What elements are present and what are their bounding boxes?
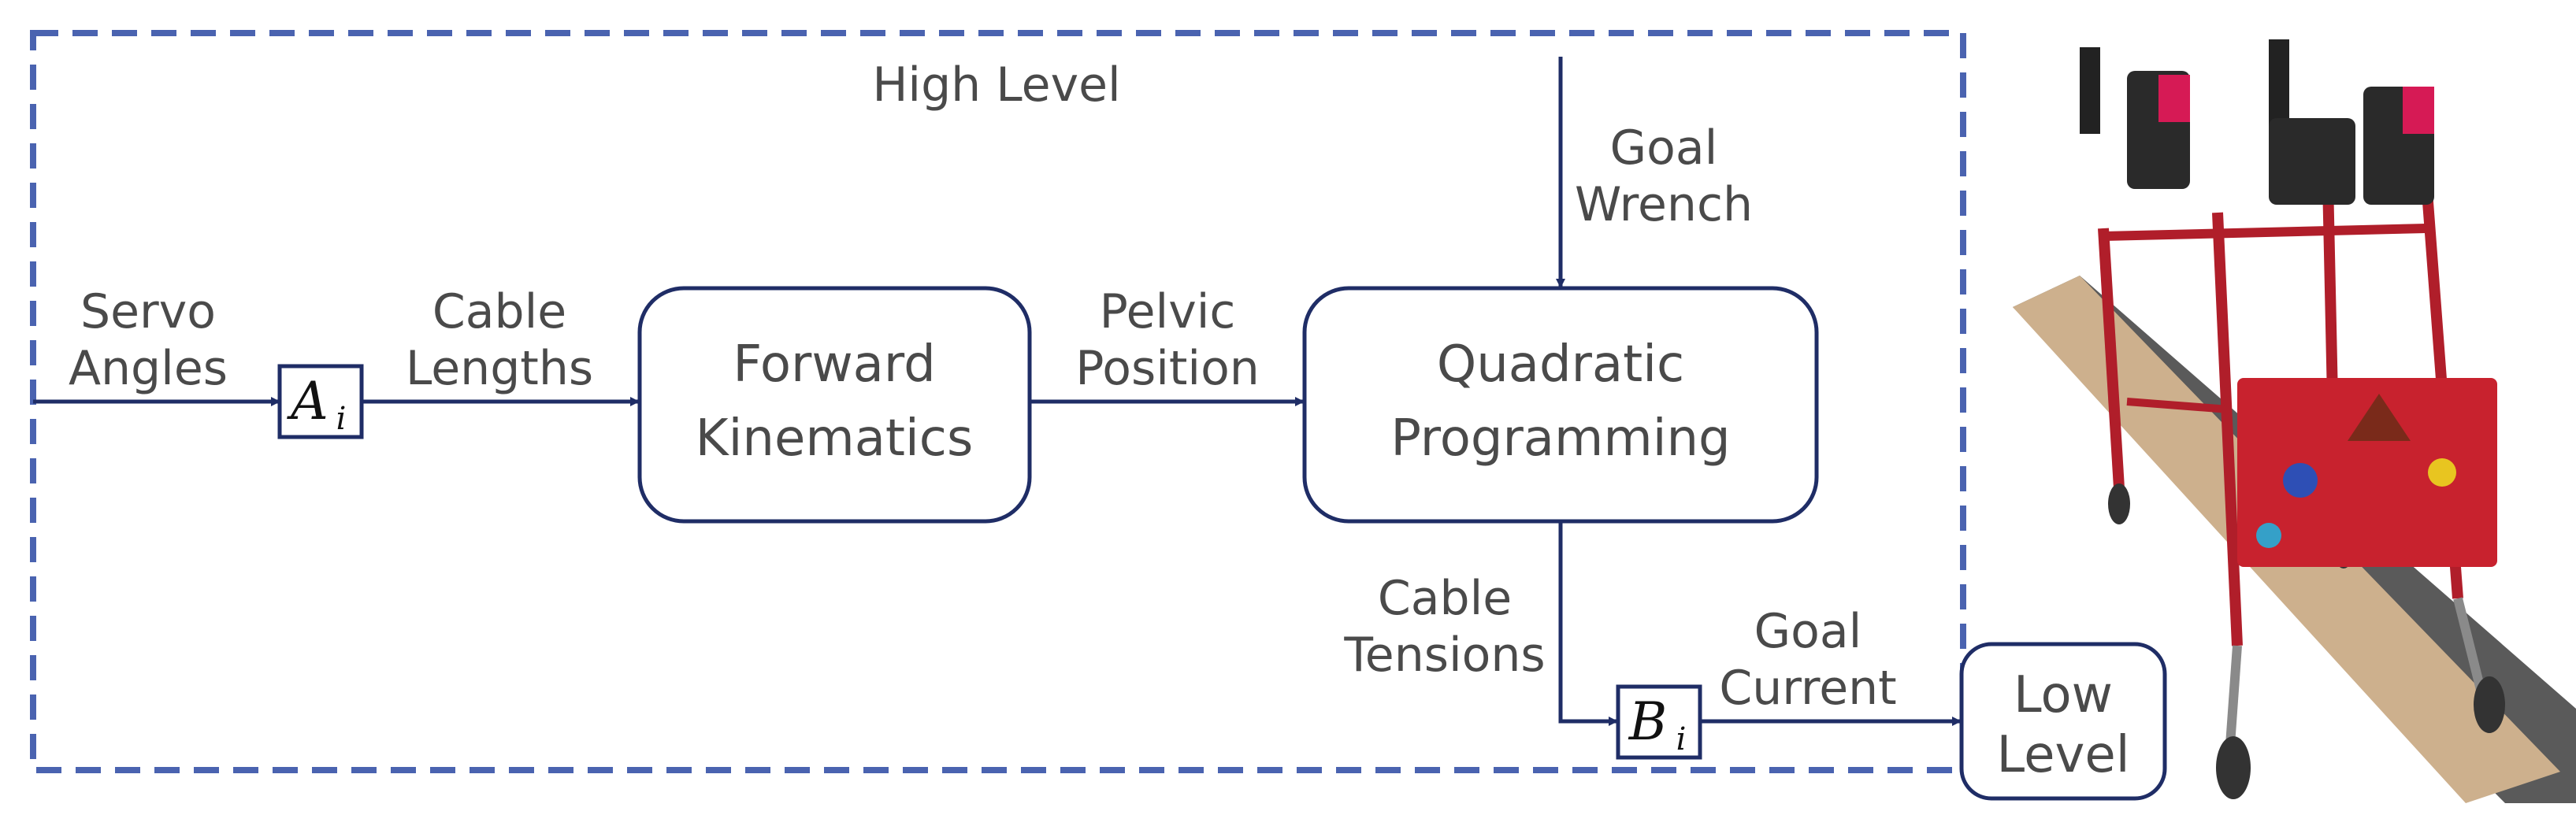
goal-current-label-line1: Goal xyxy=(1754,604,1862,659)
low-level-line1: Low xyxy=(2014,666,2113,724)
goal-current-label-line2: Current xyxy=(1719,661,1896,716)
walker-robot-photo xyxy=(2013,39,2576,803)
quadratic-programming-line2: Programming xyxy=(1390,409,1730,468)
pelvic-position-label-line1: Pelvic xyxy=(1100,284,1236,339)
forward-kinematics-line2: Kinematics xyxy=(696,409,974,468)
servo-angles-label-line1: Servo xyxy=(80,284,216,339)
cable-tensions-label-line2: Tensions xyxy=(1343,628,1545,683)
low-level-line2: Level xyxy=(1997,726,2130,784)
qp-to-bi-arrow xyxy=(1558,521,1618,726)
ai-block xyxy=(277,364,364,439)
quadratic-programming-line1: Quadratic xyxy=(1437,335,1684,394)
bi-block-subscript: i xyxy=(1676,721,1687,757)
low-level-block xyxy=(1959,642,2167,801)
goal-wrench-label-line2: Wrench xyxy=(1575,177,1753,232)
ai-block-subscript: i xyxy=(336,401,347,437)
quadratic-programming-block xyxy=(1302,286,1819,524)
bi-block-symbol: B xyxy=(1628,691,1668,752)
bi-block xyxy=(1616,684,1702,760)
cable-lengths-label-line1: Cable xyxy=(432,284,566,339)
forward-kinematics-block xyxy=(637,286,1032,524)
goal-wrench-label-line1: Goal xyxy=(1610,120,1718,176)
pelvic-position-label-line2: Position xyxy=(1075,341,1260,396)
ai-block-symbol: A xyxy=(286,371,328,432)
cable-lengths-label-line2: Lengths xyxy=(406,341,593,396)
forward-kinematics-line1: Forward xyxy=(733,335,935,394)
cable-tensions-label-line1: Cable xyxy=(1378,571,1512,626)
servo-angles-label-line2: Angles xyxy=(69,341,228,396)
high-level-label: High Level xyxy=(872,57,1120,113)
